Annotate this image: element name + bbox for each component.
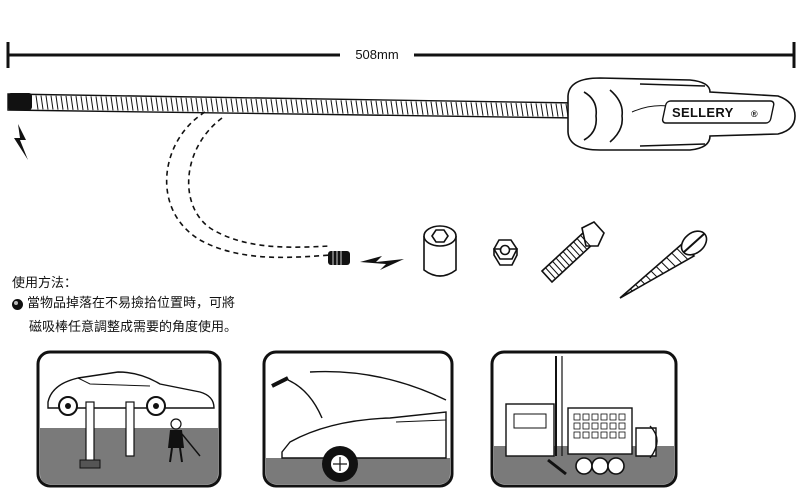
bent-shaft-tip [328, 251, 350, 265]
attraction-spark-icon [360, 256, 404, 270]
instructions-line-1: 當物品掉落在不易撿拾位置時，可將 [27, 296, 236, 311]
dimension-line [6, 42, 796, 68]
magnet-tip [8, 93, 32, 110]
usage-panel-car-lift [36, 350, 222, 488]
socket-icon [423, 225, 457, 277]
brand-badge: SELLERY ® [661, 100, 775, 124]
instructions-line-1-row: 當物品掉落在不易撿拾位置時，可將 [12, 294, 237, 314]
hex-nut-icon [493, 239, 518, 266]
usage-panel-machinery [490, 350, 678, 488]
dimension-label: 508mm [355, 47, 398, 62]
usage-instructions: 使用方法： 當物品掉落在不易撿拾位置時，可將 磁吸棒任意調整成需要的角度使用。 [12, 274, 237, 338]
bullet-icon [12, 298, 23, 310]
wood-screw-icon [619, 230, 708, 299]
bent-shaft-outline [166, 111, 331, 259]
registered-mark: ® [751, 109, 758, 119]
flexible-shaft [7, 93, 579, 119]
magnet-spark-icon [14, 124, 28, 160]
instructions-title: 使用方法： [12, 276, 78, 291]
instructions-line-2: 磁吸棒任意調整成需要的角度使用。 [29, 320, 238, 335]
brand-name: SELLERY [672, 105, 734, 120]
bolt-icon [540, 221, 605, 284]
usage-panel-engine-bay [262, 350, 454, 488]
